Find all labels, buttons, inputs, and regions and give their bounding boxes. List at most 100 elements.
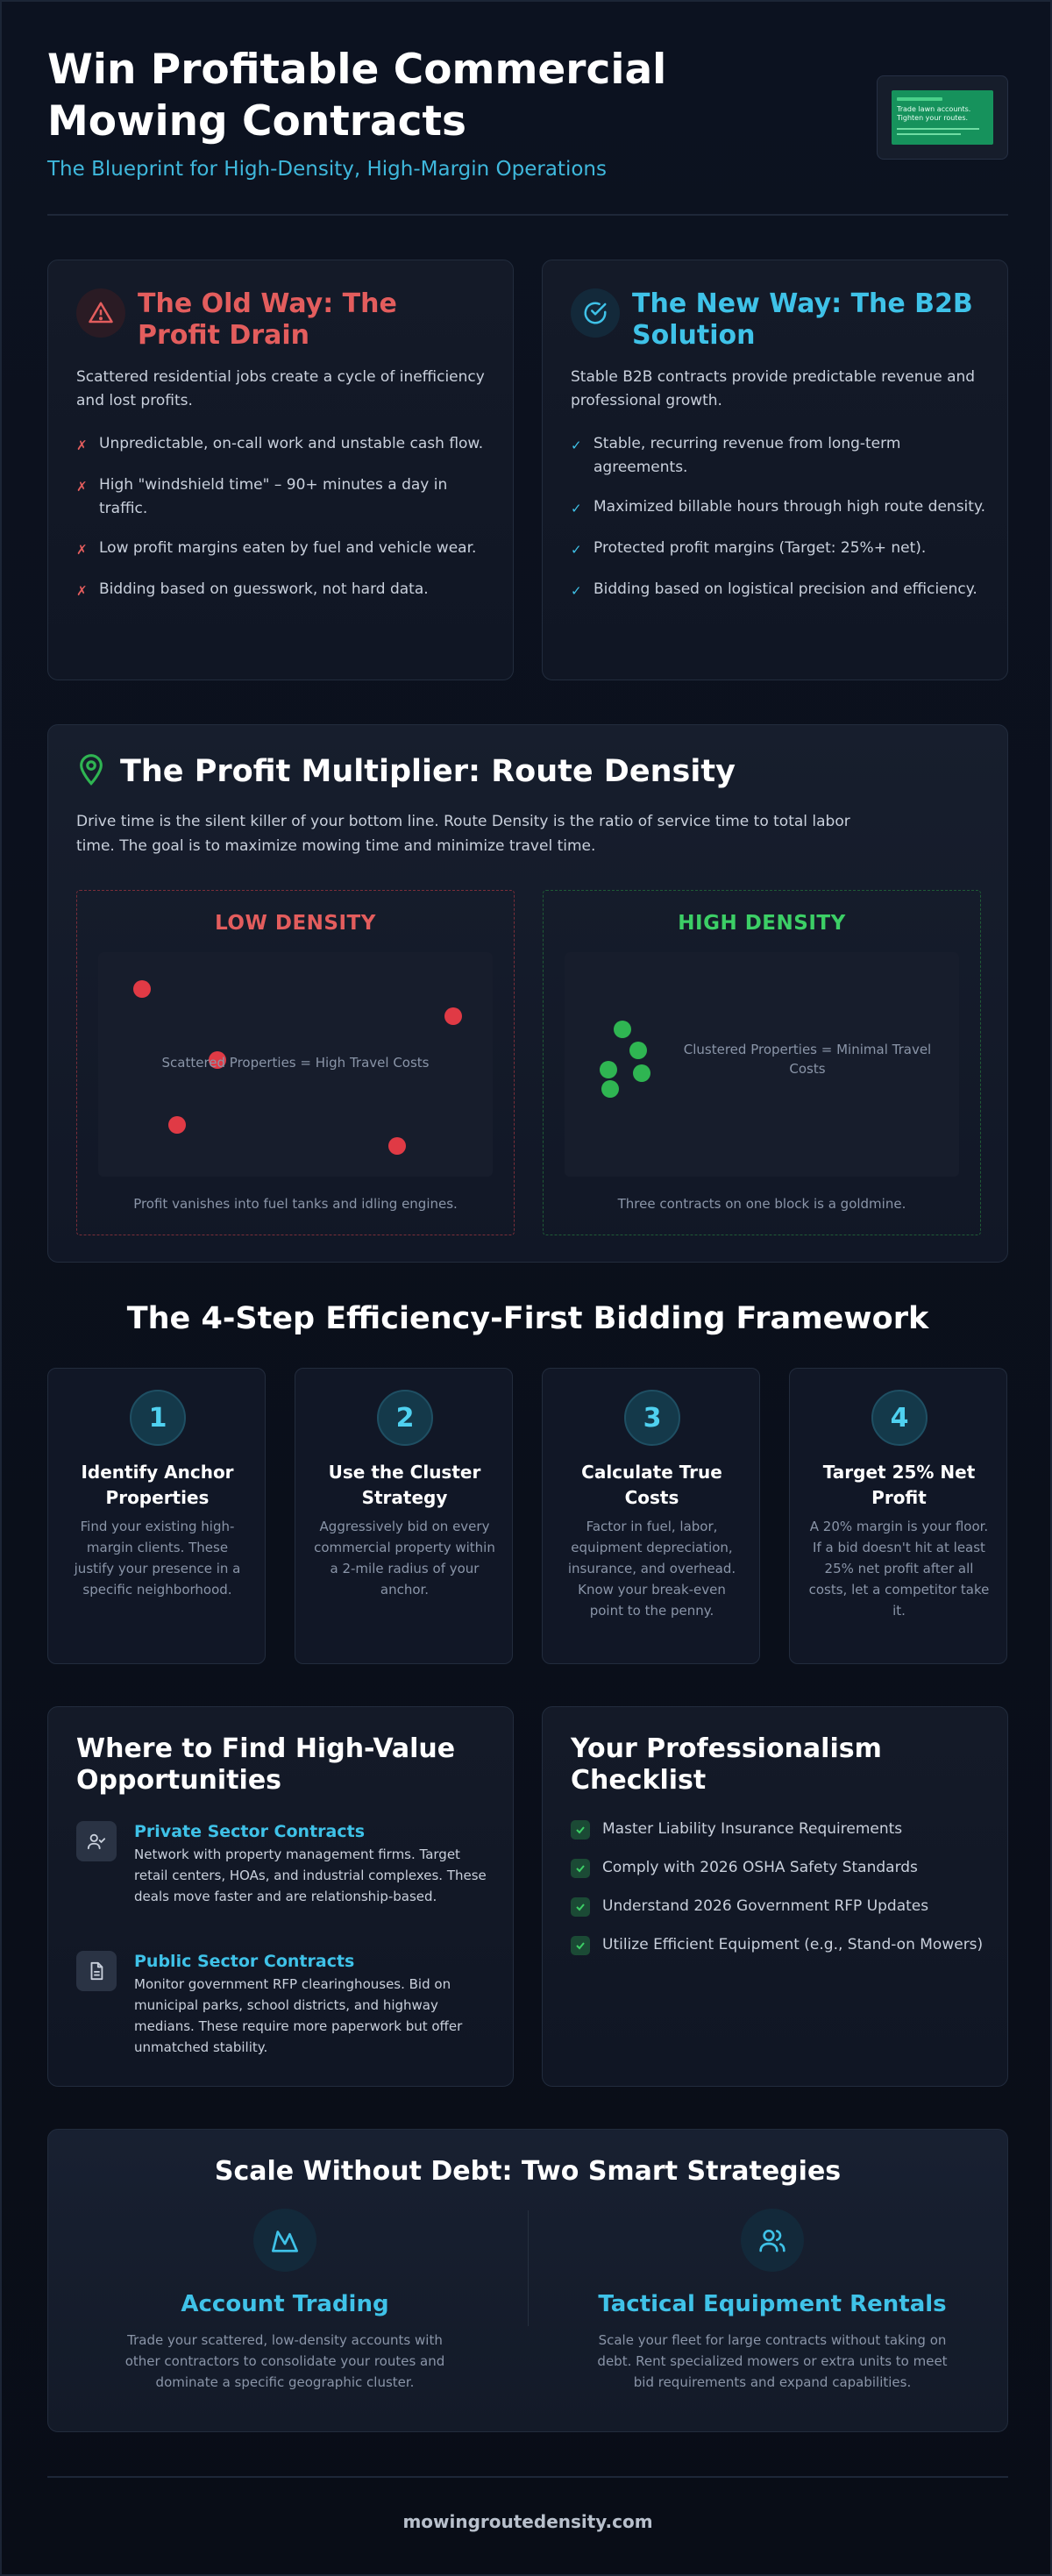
check-mark-icon: ✓ xyxy=(571,501,582,516)
step-title: Target 25% Net Profit xyxy=(822,1462,976,1508)
thumbnail-screen: Trade lawn accounts. Tighten your routes… xyxy=(892,90,993,145)
opportunity-description: Monitor government RFP clearinghouses. B… xyxy=(134,1976,463,2055)
check-mark-icon: ✓ xyxy=(571,583,582,599)
checklist-text: Master Liability Insurance Requirements xyxy=(602,1820,903,1838)
users-icon xyxy=(741,2209,804,2272)
step-title: Calculate True Costs xyxy=(581,1462,722,1508)
checklist-text: Understand 2026 Government RFP Updates xyxy=(602,1897,929,1915)
low-density-map-label: Scattered Properties = High Travel Costs xyxy=(161,1055,430,1071)
step-card-2: 2 Use the Cluster Strategy Aggressively … xyxy=(295,1368,513,1664)
checklist-card: Your Professionalism Checklist Master Li… xyxy=(542,1706,1008,2087)
page-subtitle: The Blueprint for High-Density, High-Mar… xyxy=(47,158,607,181)
opportunity-description: Network with property management firms. … xyxy=(134,1847,487,1904)
thumbnail-line: Trade lawn accounts. xyxy=(897,105,971,113)
framework-title: The 4-Step Efficiency-First Bidding Fram… xyxy=(126,1301,929,1336)
x-mark-icon: ✗ xyxy=(76,479,88,495)
header: Win Profitable Commercial Mowing Contrac… xyxy=(47,44,1008,219)
map-icon xyxy=(253,2209,316,2272)
map-pin-icon xyxy=(76,753,106,790)
check-circle-icon xyxy=(571,288,620,338)
bullet-text: Bidding based on guesswork, not hard dat… xyxy=(99,580,429,598)
route-density-title: The Profit Multiplier: Route Density xyxy=(120,754,736,789)
property-dot xyxy=(601,1080,619,1098)
check-icon xyxy=(571,1820,590,1839)
bullet-text: Low profit margins eaten by fuel and veh… xyxy=(99,539,477,557)
high-density-map-label: Clustered Properties = Minimal Travel Co… xyxy=(683,1042,932,1077)
route-density-card: The Profit Multiplier: Route Density Dri… xyxy=(47,724,1008,1263)
step-description: Find your existing high-margin clients. … xyxy=(74,1519,241,1598)
checklist-item: Master Liability Insurance Requirements xyxy=(571,1818,992,1841)
high-density-panel: HIGH DENSITY Clustered Properties = Mini… xyxy=(543,890,981,1235)
document-icon xyxy=(76,1951,117,1991)
property-dot xyxy=(600,1061,617,1078)
route-density-header: The Profit Multiplier: Route Density xyxy=(76,753,736,790)
high-density-caption: Three contracts on one block is a goldmi… xyxy=(617,1196,906,1212)
scale-divider xyxy=(528,2210,529,2326)
property-dot xyxy=(133,980,151,998)
bullet-text: Stable, recurring revenue from long-term… xyxy=(594,435,901,476)
opportunity-private: Private Sector Contracts Network with pr… xyxy=(76,1821,497,1907)
step-description: A 20% margin is your floor. If a bid doe… xyxy=(808,1519,990,1619)
low-density-map: Scattered Properties = High Travel Costs xyxy=(98,952,493,1177)
list-item: ✗Unpredictable, on-call work and unstabl… xyxy=(76,432,497,458)
scale-title: Scale Without Debt: Two Smart Strategies xyxy=(214,2156,842,2187)
checklist-title: Your Professionalism Checklist xyxy=(571,1733,882,1796)
low-density-caption: Profit vanishes into fuel tanks and idli… xyxy=(133,1196,458,1212)
thumbnail-bar xyxy=(897,97,942,101)
x-mark-icon: ✗ xyxy=(76,542,88,558)
bullet-text: Protected profit margins (Target: 25%+ n… xyxy=(594,539,927,557)
x-mark-icon: ✗ xyxy=(76,583,88,599)
property-dot xyxy=(444,1007,462,1025)
opportunity-title: Private Sector Contracts xyxy=(134,1822,366,1841)
property-dot xyxy=(388,1137,406,1155)
step-card-1: 1 Identify Anchor Properties Find your e… xyxy=(47,1368,266,1664)
list-item: ✓Protected profit margins (Target: 25%+ … xyxy=(571,537,992,562)
old-way-title: The Old Way: The Profit Drain xyxy=(138,288,397,351)
high-density-map: Clustered Properties = Minimal Travel Co… xyxy=(565,952,959,1177)
thumbnail-image: Trade lawn accounts. Tighten your routes… xyxy=(877,75,1008,160)
old-way-card: The Old Way: The Profit Drain Scattered … xyxy=(47,260,514,680)
step-card-3: 3 Calculate True Costs Factor in fuel, l… xyxy=(542,1368,760,1664)
check-icon xyxy=(571,1897,590,1917)
checklist-text: Comply with 2026 OSHA Safety Standards xyxy=(602,1859,918,1876)
list-item: ✓ Bidding based on logistical precision a… xyxy=(571,578,992,603)
opportunity-title: Public Sector Contracts xyxy=(134,1952,355,1971)
opportunity-body: Private Sector Contracts Network with pr… xyxy=(134,1821,497,1907)
checklist-text: Utilize Efficient Equipment (e.g., Stand… xyxy=(602,1936,984,1953)
step-number: 1 xyxy=(130,1390,186,1446)
strategy-title: Account Trading xyxy=(181,2291,389,2317)
list-item: ✗ Low profit margins eaten by fuel and ve… xyxy=(76,537,497,562)
user-check-icon xyxy=(76,1821,117,1861)
checklist-item: Utilize Efficient Equipment (e.g., Stand… xyxy=(571,1933,992,1957)
list-item: ✗High "windshield time" – 90+ minutes a … xyxy=(76,473,497,521)
bullet-text: Maximized billable hours through high ro… xyxy=(594,498,985,516)
property-dot xyxy=(168,1116,186,1134)
checklist-item: Understand 2026 Government RFP Updates xyxy=(571,1895,992,1918)
footer-url: mowingroutedensity.com xyxy=(402,2511,653,2532)
old-way-description: Scattered residential jobs create a cycl… xyxy=(76,368,485,409)
list-item: ✓ Stable, recurring revenue from long-ter… xyxy=(571,432,992,480)
step-title: Identify Anchor Properties xyxy=(81,1462,234,1508)
strategy-title: Tactical Equipment Rentals xyxy=(598,2291,947,2317)
checklist-item: Comply with 2026 OSHA Safety Standards xyxy=(571,1856,992,1880)
thumbnail-line: Tighten your routes. xyxy=(897,114,969,122)
check-icon xyxy=(571,1859,590,1878)
check-mark-icon: ✓ xyxy=(571,438,582,453)
list-item: ✓ Maximized billable hours through high r… xyxy=(571,495,992,521)
new-way-bullets: ✓ Stable, recurring revenue from long-ter… xyxy=(571,432,992,619)
warning-icon xyxy=(76,288,125,338)
bullet-text: Bidding based on logistical precision an… xyxy=(594,580,977,598)
bullet-text: Unpredictable, on-call work and unstable… xyxy=(99,435,484,452)
strategy-equipment-rentals: Tactical Equipment Rentals Scale your fl… xyxy=(536,2209,1009,2393)
step-number: 4 xyxy=(871,1390,928,1446)
property-dot xyxy=(209,1051,226,1069)
thumbnail-rule xyxy=(897,133,961,135)
route-density-description: Drive time is the silent killer of your … xyxy=(76,813,850,855)
check-icon xyxy=(571,1936,590,1955)
high-density-label: HIGH DENSITY xyxy=(678,912,846,935)
opportunity-body: Public Sector Contracts Monitor governme… xyxy=(134,1951,497,2058)
strategy-account-trading: Account Trading Trade your scattered, lo… xyxy=(48,2209,522,2393)
opportunity-public: Public Sector Contracts Monitor governme… xyxy=(76,1951,497,2058)
step-card-4: 4 Target 25% Net Profit A 20% margin is … xyxy=(789,1368,1007,1664)
